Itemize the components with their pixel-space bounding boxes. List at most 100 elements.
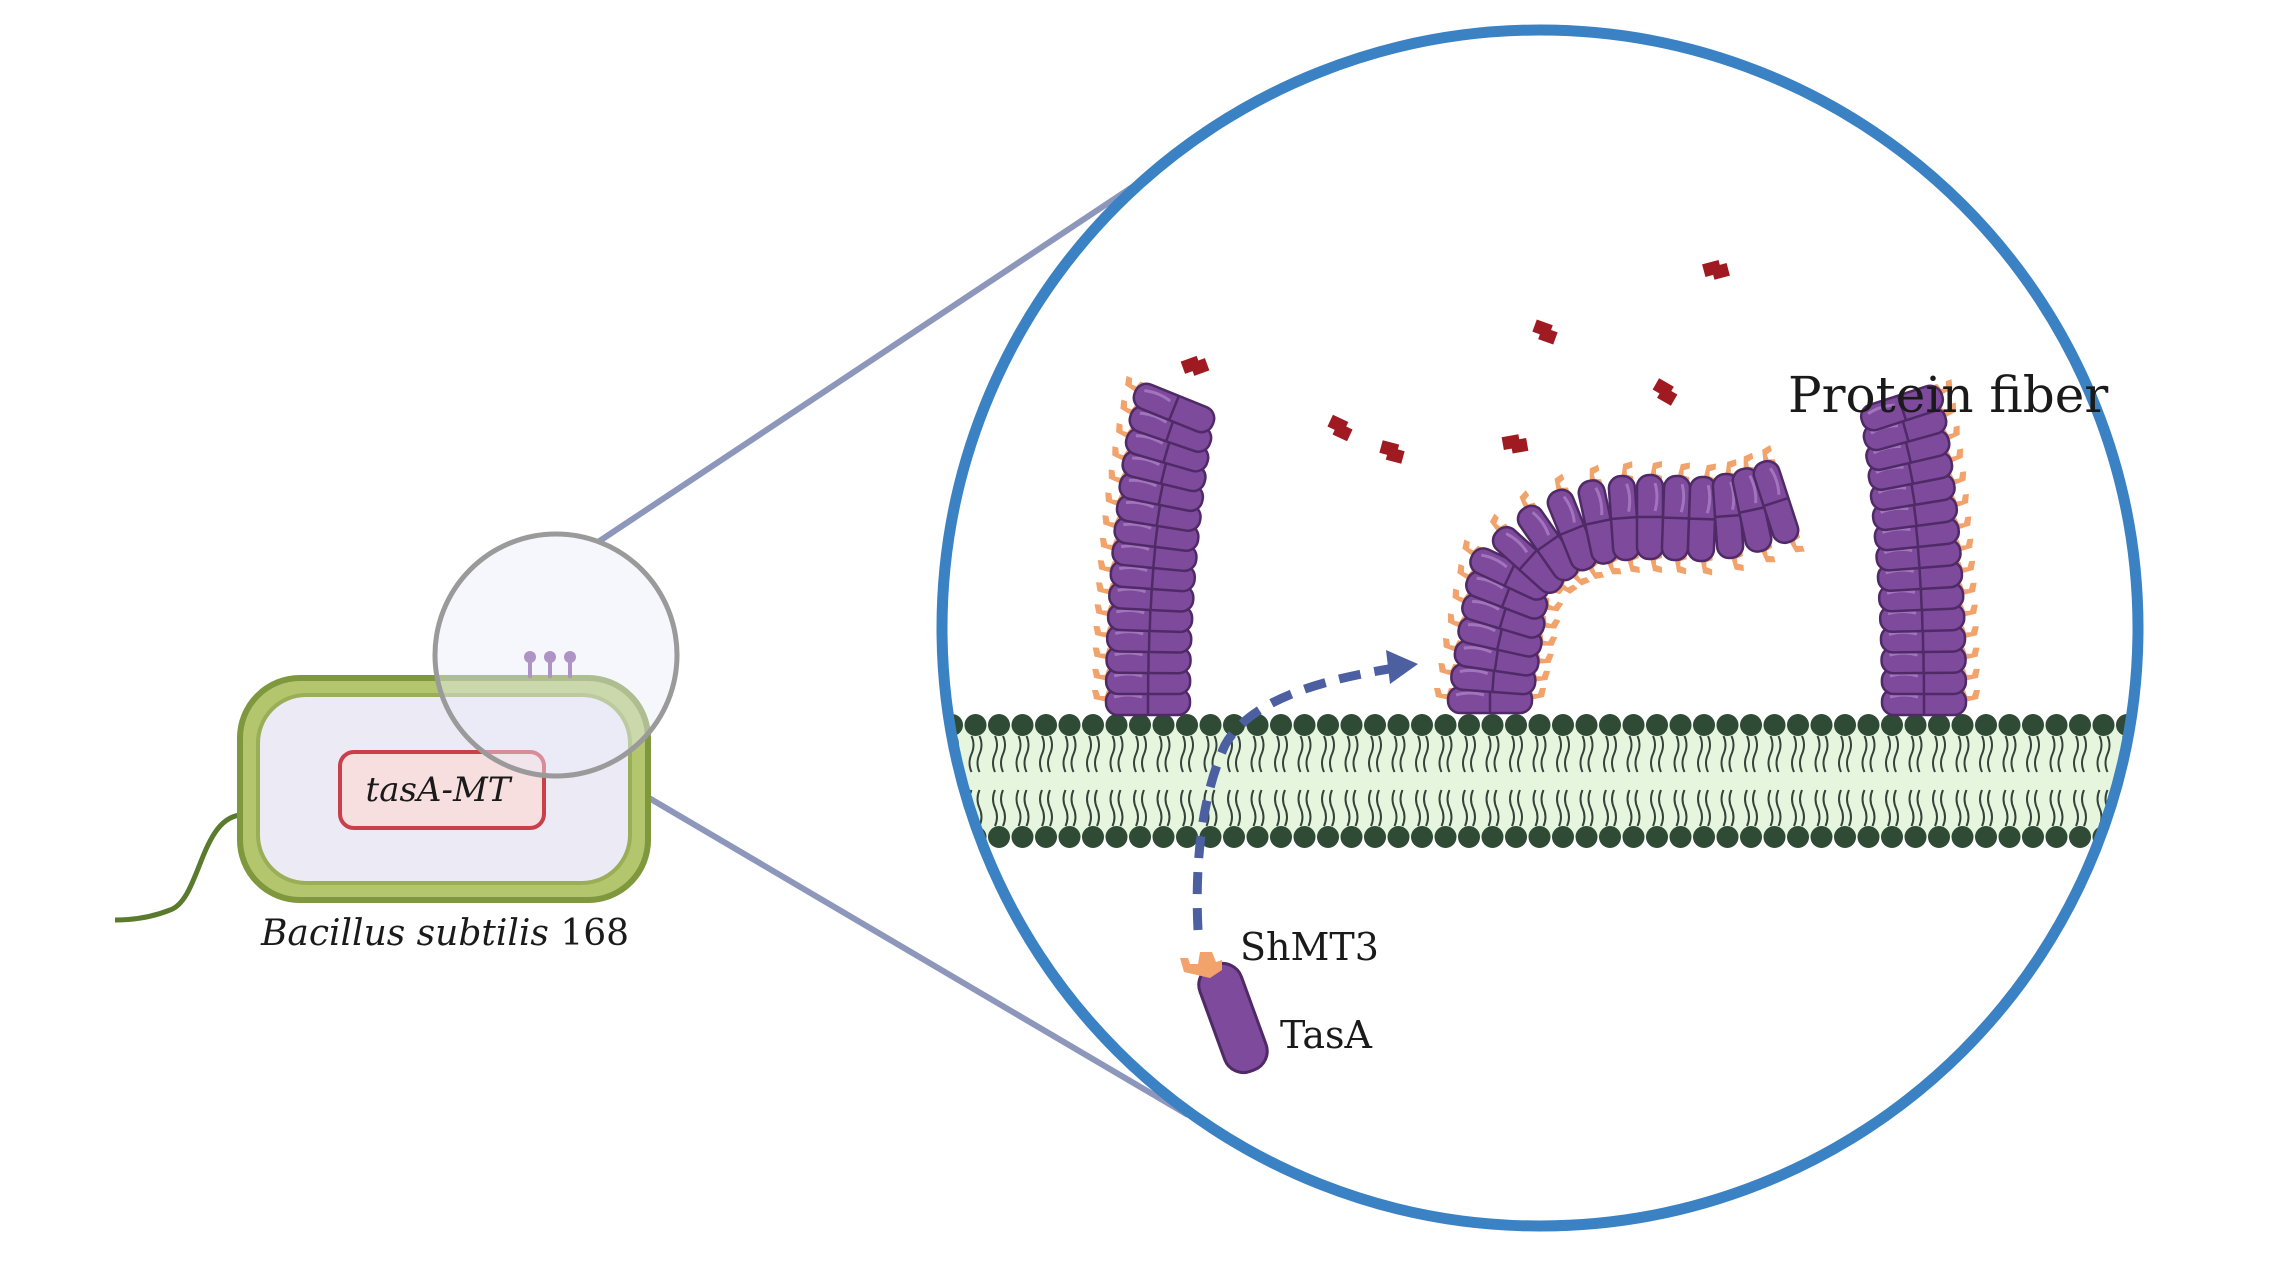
lipid-tail bbox=[1117, 735, 1124, 773]
lipid-tail bbox=[2120, 789, 2126, 827]
lipid-head bbox=[2022, 826, 2044, 848]
lipid-head bbox=[1740, 714, 1762, 736]
gene-box: tasA-MT bbox=[338, 750, 546, 830]
lipid-head bbox=[1434, 714, 1457, 736]
lipid-tail bbox=[1587, 735, 1594, 773]
lipid-head bbox=[1810, 714, 1833, 736]
lipid-head bbox=[1810, 826, 1833, 848]
lipid-tail bbox=[1752, 735, 1758, 773]
lipid-tail bbox=[953, 789, 959, 827]
lipid-tail bbox=[1070, 735, 1077, 773]
lipid-head bbox=[1058, 714, 1081, 736]
lipid-tail bbox=[2002, 789, 2009, 827]
lipid-tail bbox=[1462, 789, 1468, 827]
lipid-tail bbox=[1564, 789, 1570, 827]
lipid-tail bbox=[1846, 735, 1852, 773]
lipid-head bbox=[1082, 826, 1104, 848]
lipid-tail bbox=[1540, 735, 1547, 773]
lipid-tail bbox=[1540, 789, 1547, 827]
lipid-tail bbox=[1908, 735, 1915, 773]
lipid-tail bbox=[1579, 789, 1586, 827]
lipid-tail bbox=[1493, 789, 1500, 827]
lipid-head bbox=[1599, 714, 1621, 736]
lipid-tail bbox=[1697, 789, 1703, 827]
lipid-tail bbox=[1963, 789, 1970, 827]
lipid-tail bbox=[1305, 789, 1312, 827]
lipid-tail bbox=[1305, 735, 1312, 773]
lipid-tail bbox=[1094, 789, 1100, 827]
lipid-tail bbox=[1141, 735, 1147, 773]
lipid-head bbox=[1387, 714, 1410, 736]
lipid-tail bbox=[1133, 789, 1139, 827]
lipid-tail bbox=[1376, 789, 1382, 827]
flagellum bbox=[114, 812, 241, 923]
lipid-tail bbox=[1109, 735, 1116, 773]
lipid-tail bbox=[1814, 789, 1821, 827]
lipid-head bbox=[1246, 826, 1269, 848]
lipid-tail bbox=[2010, 735, 2017, 773]
lipid-tail bbox=[1705, 789, 1711, 827]
lipid-tail bbox=[1156, 735, 1163, 773]
lipid-tail bbox=[1603, 735, 1609, 773]
lipid-tail bbox=[1979, 789, 1985, 827]
lipid-head bbox=[1317, 826, 1339, 848]
lipid-head bbox=[1857, 714, 1880, 736]
lipid-head bbox=[1575, 714, 1598, 736]
lipid-tail bbox=[1767, 789, 1774, 827]
lipid-tail bbox=[1329, 735, 1335, 773]
lipid-tail bbox=[1438, 735, 1445, 773]
lipid-head bbox=[1881, 826, 1903, 848]
lipid-tail bbox=[2034, 735, 2040, 773]
lipid-tail bbox=[2073, 735, 2079, 773]
lipid-tail bbox=[2034, 789, 2040, 827]
lipid-tail bbox=[1462, 735, 1468, 773]
lipid-head bbox=[1035, 826, 1057, 848]
lipid-head bbox=[1740, 826, 1762, 848]
lipid-tail bbox=[1250, 789, 1257, 827]
gene-label: tasA-MT bbox=[366, 770, 513, 810]
lipid-head bbox=[1904, 714, 1927, 736]
lipid-tail bbox=[2057, 789, 2064, 827]
lipid-tail bbox=[2002, 735, 2009, 773]
lipid-tail bbox=[945, 789, 951, 827]
lipid-tail bbox=[1470, 735, 1476, 773]
lipid-tail bbox=[1117, 789, 1124, 827]
lipid-tail bbox=[1587, 789, 1594, 827]
lipid-tail bbox=[1509, 789, 1515, 827]
lipid-tail bbox=[992, 735, 998, 773]
lipid-tail bbox=[1086, 789, 1092, 827]
lipid-head bbox=[1787, 826, 1809, 848]
lipid-tail bbox=[1015, 789, 1022, 827]
lipid-head bbox=[1975, 714, 1997, 736]
lipid-head bbox=[1904, 826, 1927, 848]
lipid-tail bbox=[1932, 789, 1938, 827]
lipid-tail bbox=[1109, 789, 1116, 827]
lipid-tail bbox=[1070, 789, 1077, 827]
zoom-view bbox=[942, 30, 2138, 1226]
lipid-head bbox=[1176, 714, 1198, 736]
lipid-tail bbox=[1681, 735, 1688, 773]
lipid-head bbox=[1223, 826, 1245, 848]
lipid-tail bbox=[1940, 735, 1946, 773]
lipid-tail bbox=[1869, 735, 1876, 773]
lipid-tail bbox=[1297, 789, 1304, 827]
lipid-tail bbox=[1822, 789, 1829, 827]
lipid-head bbox=[2022, 714, 2044, 736]
lipid-tail bbox=[1979, 735, 1985, 773]
lipid-tail bbox=[1039, 789, 1045, 827]
lipid-head bbox=[2069, 826, 2091, 848]
tasa-monomer-icon bbox=[1180, 952, 1269, 1075]
lipid-tail bbox=[1767, 735, 1774, 773]
lipid-tail bbox=[1955, 735, 1962, 773]
fiber-segment bbox=[1635, 461, 1665, 573]
lipid-tail bbox=[1822, 735, 1829, 773]
lipid-tail bbox=[1250, 735, 1257, 773]
lipid-tail bbox=[1133, 735, 1139, 773]
organism-strain: 168 bbox=[560, 913, 629, 954]
lipid-tail bbox=[1188, 789, 1194, 827]
lipid-head bbox=[1834, 826, 1856, 848]
lipid-tail bbox=[1258, 735, 1265, 773]
lipid-tail bbox=[2057, 735, 2064, 773]
lipid-head bbox=[1787, 714, 1809, 736]
lipid-tail bbox=[1485, 789, 1492, 827]
